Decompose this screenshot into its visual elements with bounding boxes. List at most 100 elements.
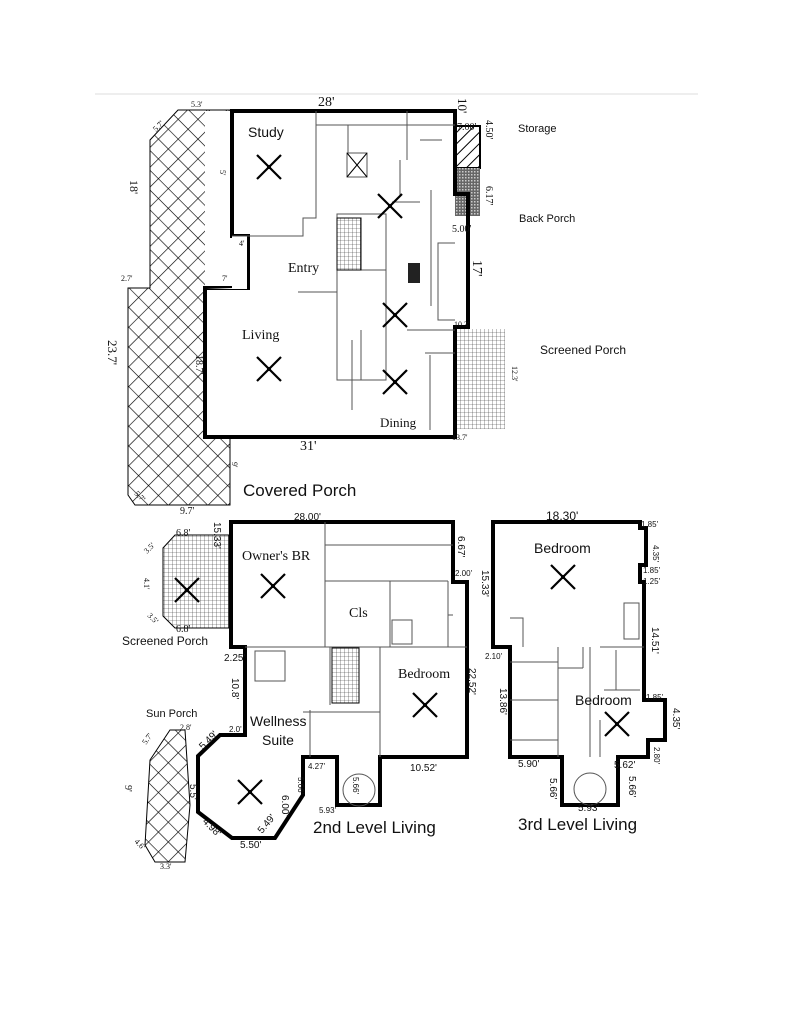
dim: 5.50' — [240, 840, 261, 851]
room-label-bedroom-2: Bedroom — [575, 692, 632, 708]
dim: 4.35' — [651, 545, 660, 563]
room-label-living: Living — [242, 328, 279, 343]
room-label-wellness: Wellness — [250, 713, 307, 729]
dim: 18.30' — [546, 509, 578, 523]
dim: 6.17' — [483, 186, 494, 206]
room-label-owners-br: Owner's BR — [242, 549, 311, 564]
dim: 2.10' — [485, 652, 503, 661]
dim: 10.52' — [410, 763, 437, 774]
dim: 2.7' — [121, 274, 133, 283]
stairs — [336, 217, 362, 271]
dim: 1.85' — [646, 693, 664, 702]
dim: 4.35' — [670, 708, 681, 729]
dim: 22.52' — [466, 668, 477, 695]
room-label-study: Study — [248, 124, 284, 140]
ceiling-fan-icon — [259, 572, 287, 600]
dim: 5.93' — [319, 806, 337, 815]
hot-tub — [254, 650, 286, 682]
label-screened-porch: Screened Porch — [540, 343, 626, 357]
room-label-suite: Suite — [262, 732, 294, 748]
dim: 3.5' — [142, 541, 157, 556]
dim: 9' — [230, 462, 239, 468]
dim: 6.8' — [176, 528, 191, 539]
dim: 18' — [127, 180, 141, 194]
dim: 6.00' — [279, 795, 290, 816]
dim: 5.90' — [518, 759, 539, 770]
ceiling-fan-icon — [411, 691, 439, 719]
shower-icon — [391, 619, 413, 645]
shower-icon — [346, 152, 368, 178]
dim: 28' — [318, 95, 335, 110]
dim: 5.93' — [578, 803, 599, 814]
level-title-2nd: 2nd Level Living — [313, 818, 436, 837]
dim: 2.0' — [229, 725, 242, 734]
dim: 7.00' — [457, 122, 477, 133]
screened-porch-area — [455, 329, 505, 429]
label-screened-porch: Screened Porch — [122, 634, 208, 648]
ceiling-fan-icon — [236, 778, 264, 806]
room-label-dining: Dining — [380, 415, 417, 430]
dim: 4' — [239, 239, 245, 248]
room-label-closet: Cls — [349, 606, 368, 621]
third-level-plan: Bedroom Bedroom 3rd Level Living 18.30' … — [479, 509, 681, 834]
room-label-entry: Entry — [288, 261, 319, 276]
dim: 12.3' — [510, 366, 519, 382]
dim: 15.33' — [479, 570, 490, 597]
dim: 5.5' — [187, 784, 198, 800]
dim: 4.98' — [200, 816, 223, 839]
second-level-walls — [196, 520, 469, 840]
dim: 5.66' — [351, 777, 360, 795]
dim: 4.27' — [308, 762, 326, 771]
dim: 6.67' — [455, 536, 466, 557]
third-level-walls — [491, 520, 667, 807]
stairs — [331, 647, 360, 704]
stove-icon — [408, 263, 420, 283]
dim: 2.25' — [224, 653, 245, 664]
dim: 1.85' — [643, 566, 661, 575]
second-level-plan: Owner's BR Cls Bedroom Wellness Suite Sc… — [122, 512, 477, 871]
room-label-bedroom: Bedroom — [398, 667, 450, 682]
dim: 5.3' — [191, 100, 203, 109]
sun-porch-area — [144, 729, 191, 863]
dim: 4.1' — [142, 578, 151, 590]
dim: 14.51' — [649, 627, 660, 654]
dim: 18.7' — [193, 355, 204, 375]
dim: 5' — [218, 170, 227, 176]
dim: 5.7' — [140, 731, 154, 746]
spiral-stair-icon — [342, 773, 376, 807]
dim: 3.5' — [146, 611, 161, 626]
dim: 31' — [300, 439, 317, 454]
dim: 9.7' — [180, 506, 195, 517]
label-sun-porch: Sun Porch — [146, 708, 197, 720]
dim: 6.8' — [176, 624, 191, 635]
ceiling-fan-icon — [603, 710, 631, 738]
dim: 5.00' — [452, 224, 472, 235]
storage-area — [454, 125, 481, 169]
dim: 2.00' — [455, 569, 473, 578]
dim: 3.3' — [160, 862, 172, 871]
dim: 17' — [469, 260, 484, 277]
dim: 28.00' — [294, 512, 321, 523]
first-level-plan: Study Entry Living Dining Storage Back P… — [105, 95, 626, 517]
dim: 5.62' — [614, 760, 635, 771]
room-label-bedroom-1: Bedroom — [534, 540, 591, 556]
dim: 5.66' — [626, 776, 637, 797]
dim: 10.8' — [229, 678, 240, 699]
dim: 1.85' — [641, 520, 659, 529]
dim: 10.3' — [454, 320, 470, 329]
ceiling-fan-icon — [549, 563, 577, 591]
dim: 13.7' — [452, 433, 468, 442]
dim: 5.66' — [296, 777, 305, 795]
dim: 15.33' — [211, 522, 222, 549]
label-storage: Storage — [518, 123, 557, 135]
spiral-stair-icon — [573, 772, 607, 806]
bathtub — [623, 602, 640, 640]
dim: 1.25' — [643, 577, 661, 586]
label-covered-porch: Covered Porch — [243, 481, 356, 500]
dim: 5.49' — [256, 812, 278, 836]
dim: 7' — [222, 274, 228, 283]
label-back-porch: Back Porch — [519, 213, 575, 225]
dim: 2.8' — [180, 723, 192, 732]
dim: 13.86' — [497, 688, 508, 715]
